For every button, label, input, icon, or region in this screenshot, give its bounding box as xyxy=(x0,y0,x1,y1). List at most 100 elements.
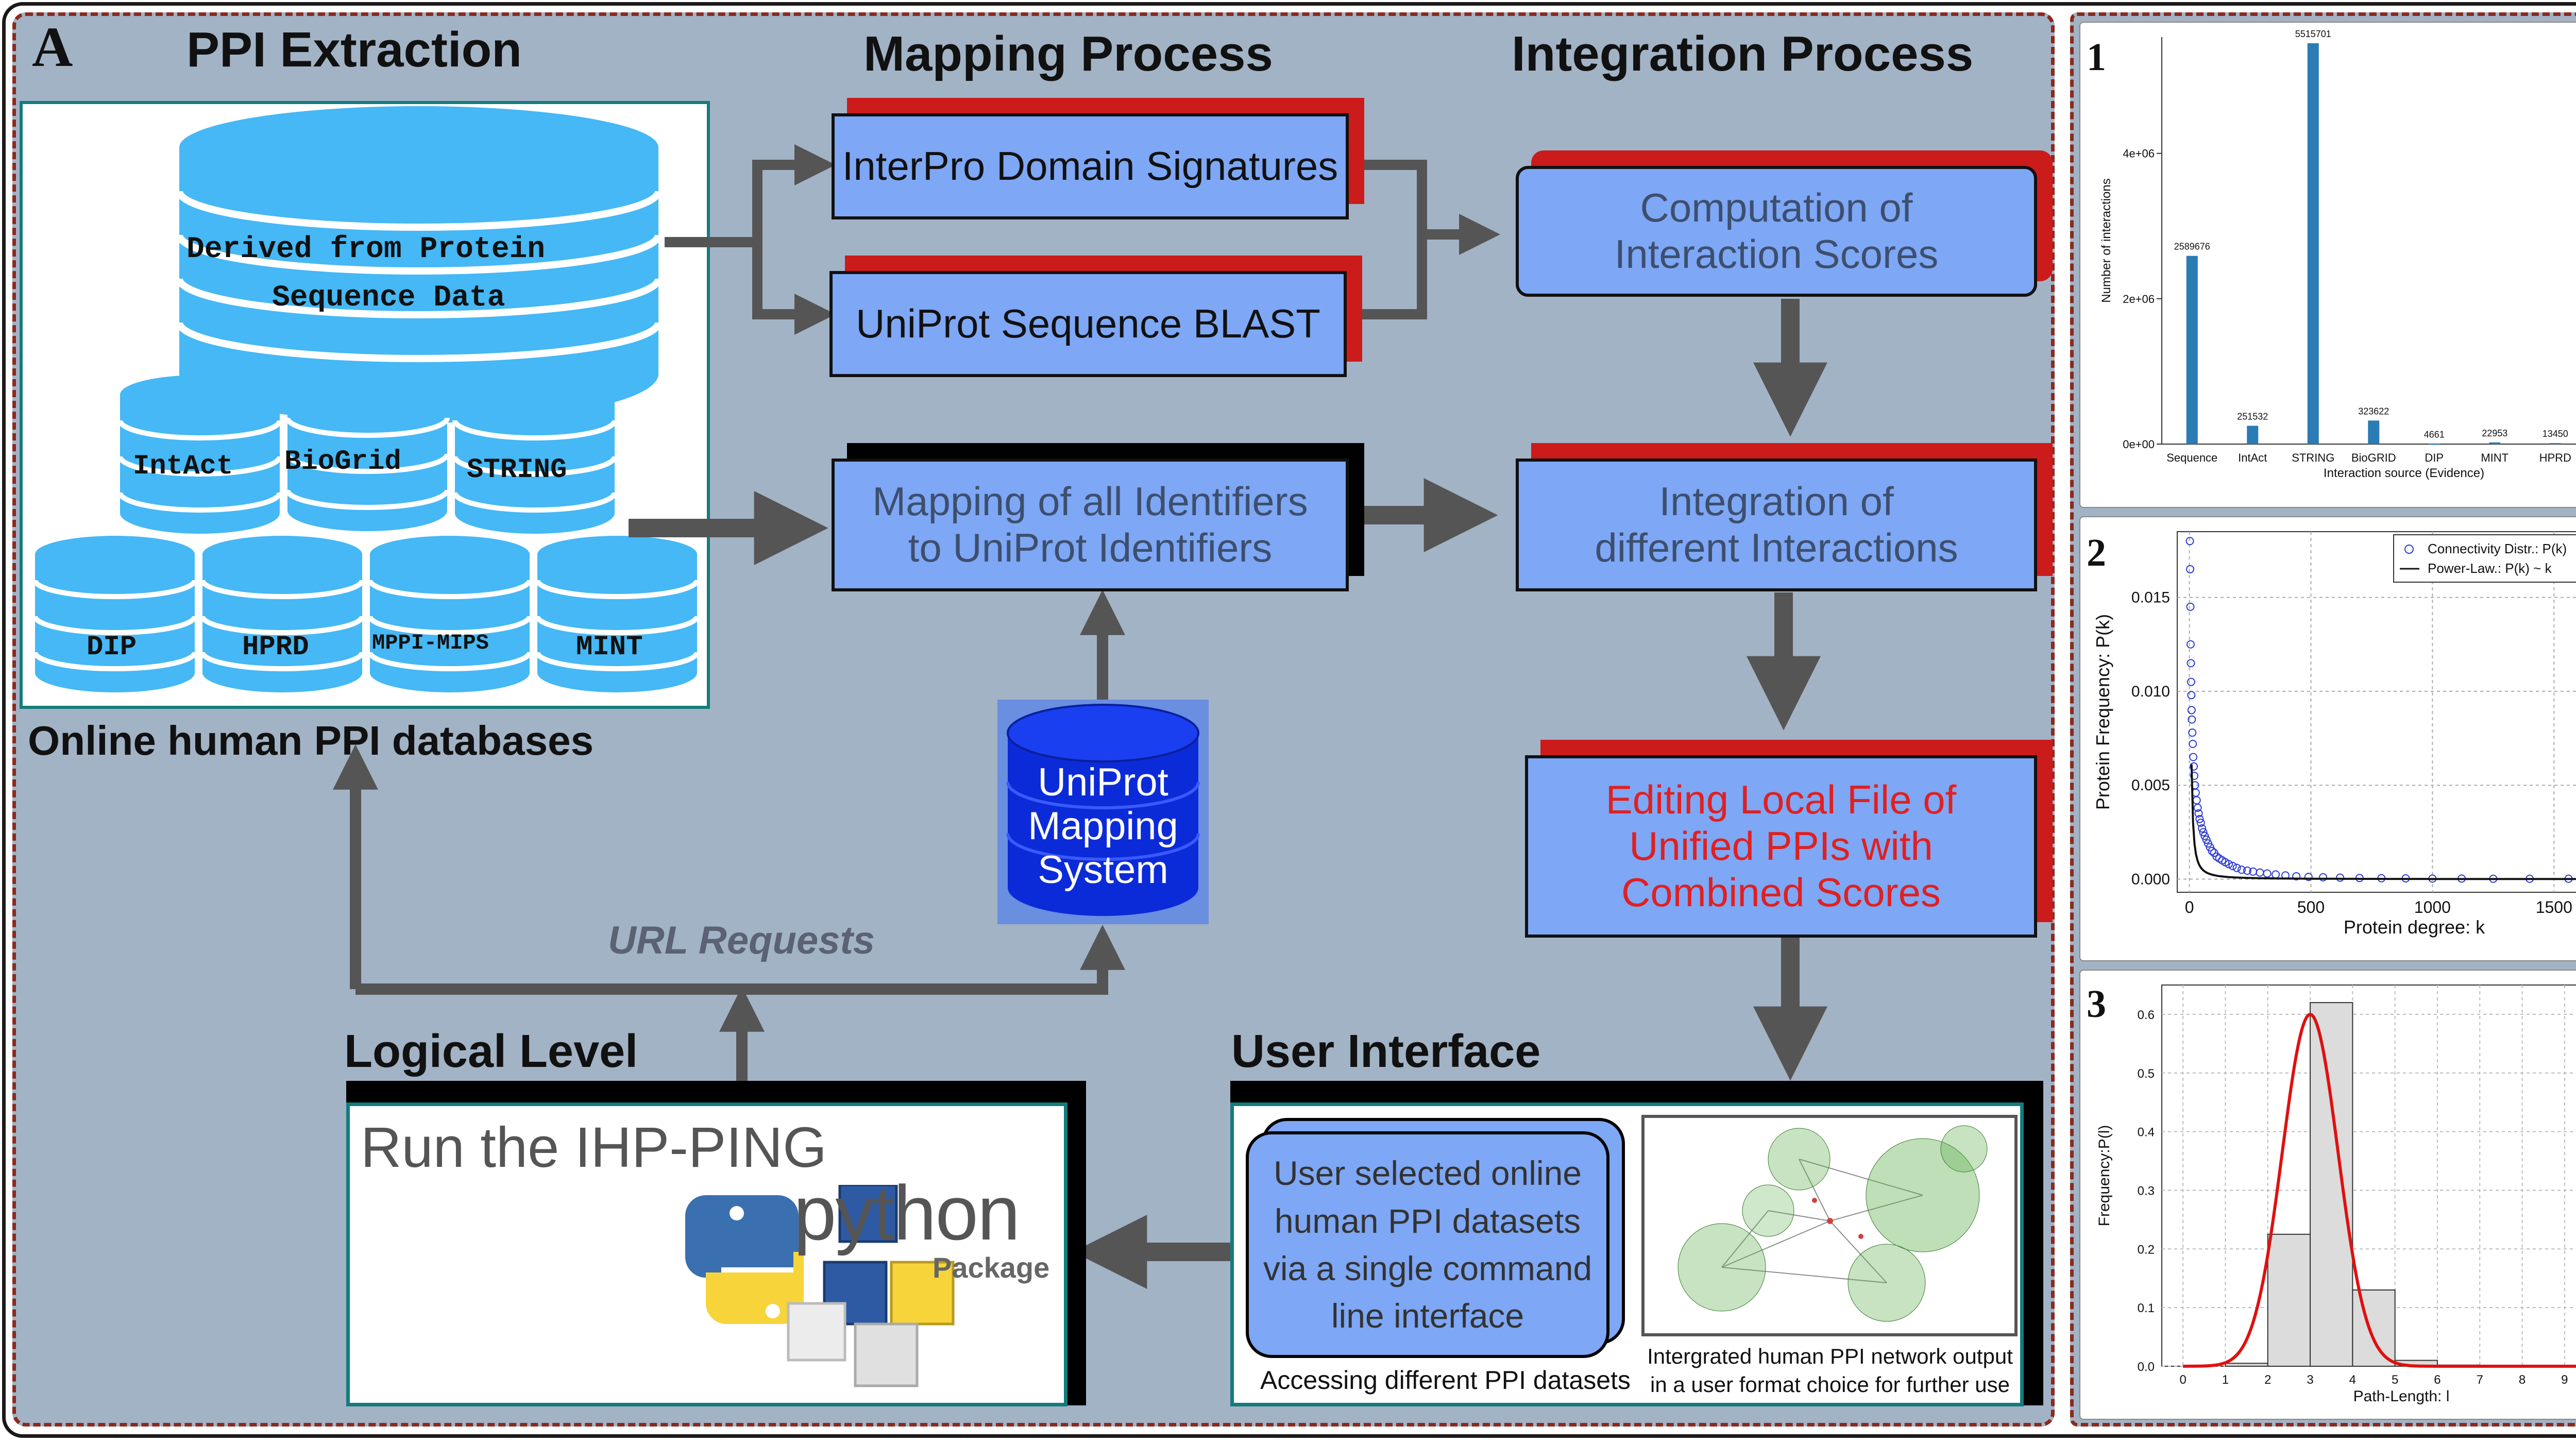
x-tick-label: STRING xyxy=(2292,451,2334,464)
database-cylinders xyxy=(32,106,700,692)
interpro-domain-signatures-box: InterPro Domain Signatures xyxy=(832,113,1349,219)
mppi-mips-db-cylinder xyxy=(367,536,532,692)
uniprot-sequence-blast-box: UniProt Sequence BLAST xyxy=(829,271,1347,377)
degree-point xyxy=(2190,771,2199,780)
legend-power-law: Power-Law.: P(k) ~ k xyxy=(2428,561,2552,576)
bar-value-label: 2589676 xyxy=(2174,242,2210,252)
bar-dip xyxy=(2428,444,2440,445)
x-tick-label: 3 xyxy=(2307,1373,2313,1387)
heading-user-interface: User Interface xyxy=(1231,1026,1541,1077)
bar-intact xyxy=(2247,426,2259,444)
degree-point xyxy=(2198,824,2207,833)
normal-fit-curve xyxy=(2183,1012,2576,1368)
path-length-histogram: 0123456789100.00.10.20.30.40.50.6Path-Le… xyxy=(2096,984,2576,1405)
degree-point xyxy=(2232,863,2241,872)
x-tick-label: 1000 xyxy=(2414,898,2451,916)
mint-db-cylinder xyxy=(535,536,700,692)
degree-point xyxy=(2304,873,2313,881)
mppi-mips-db-label: MPPI-MIPS xyxy=(372,631,489,655)
x-axis-label: Protein degree: k xyxy=(2344,916,2485,938)
legend-box xyxy=(2393,534,2576,583)
dip-db-label: DIP xyxy=(87,632,137,663)
bar-value-label: 5515701 xyxy=(2295,29,2331,39)
degree-point xyxy=(2199,828,2208,837)
x-tick-label: 8 xyxy=(2519,1373,2526,1387)
x-axis-label: Interaction source (Evidence) xyxy=(2324,466,2484,480)
subpanel-2 xyxy=(2079,516,2576,961)
x-tick-label: 4 xyxy=(2349,1373,2356,1387)
y-tick-label: 4e+06 xyxy=(2123,147,2155,160)
y-tick-label: 0.010 xyxy=(2131,683,2170,700)
histogram-bin xyxy=(2310,1002,2353,1367)
heading-logical-level: Logical Level xyxy=(344,1026,638,1077)
degree-point xyxy=(2189,753,2198,761)
power-law-fit-line xyxy=(2190,764,2576,880)
degree-point xyxy=(2186,640,2195,649)
run-ihp-ping-label: Run the IHP-PING xyxy=(361,1116,827,1179)
uniprot-line2: Mapping xyxy=(1028,804,1178,848)
x-tick-label: 1500 xyxy=(2536,898,2572,916)
bar-biogrid xyxy=(2368,420,2380,444)
bar-value-label: 13450 xyxy=(2543,429,2568,439)
degree-point xyxy=(2256,868,2264,877)
interpro-label: InterPro Domain Signatures xyxy=(842,143,1338,189)
legend-connectivity: Connectivity Distr.: P(k) xyxy=(2428,541,2567,556)
x-tick-label: 9 xyxy=(2561,1373,2568,1387)
intact-db-cylinder xyxy=(117,375,282,534)
string-db-label: STRING xyxy=(467,454,567,486)
y-axis-label: Frequency:P(l) xyxy=(2096,1125,2113,1227)
bar-value-label: 251532 xyxy=(2237,412,2268,422)
cli-line3: via a single command xyxy=(1263,1249,1592,1287)
heading-ppi-extraction: PPI Extraction xyxy=(187,22,522,77)
bar-string xyxy=(2307,43,2319,444)
plot-frame xyxy=(2177,531,2576,893)
x-tick-label: 2 xyxy=(2264,1373,2271,1387)
bar-sequence xyxy=(2186,256,2198,444)
x-tick-label: 6 xyxy=(2434,1373,2441,1387)
x-tick-label: 5 xyxy=(2392,1373,2398,1387)
python-logo xyxy=(685,1185,955,1387)
y-tick-label: 0e+00 xyxy=(2123,438,2155,451)
y-axis-label: Number of interactions xyxy=(2099,178,2113,302)
editing-line1: Editing Local File of xyxy=(1605,777,1957,823)
integration-line2: different Interactions xyxy=(1595,525,1958,570)
x-tick-label: 7 xyxy=(2477,1373,2483,1387)
degree-point xyxy=(2188,715,2196,724)
y-axis-label: Protein Frequency: P(k) xyxy=(2092,614,2113,810)
subpanel-3-label: 3 xyxy=(2087,982,2106,1026)
integration-interactions-box: Integration of different Interactions xyxy=(1516,459,2037,591)
histogram-bin xyxy=(2352,1289,2396,1367)
degree-point xyxy=(2192,796,2201,805)
degree-point xyxy=(2196,819,2205,827)
heading-integration-process: Integration Process xyxy=(1512,26,1974,81)
editing-line2: Unified PPIs with xyxy=(1629,823,1933,869)
uniprot-mapping-cylinder xyxy=(997,700,1209,924)
x-tick-label: Sequence xyxy=(2166,451,2217,464)
degree-point xyxy=(2193,803,2202,812)
degree-point xyxy=(2228,861,2237,870)
interaction-source-bar-chart: 0e+002e+064e+062589676Sequence251532IntA… xyxy=(2099,29,2576,480)
degree-point xyxy=(2272,870,2280,879)
x-tick-label: HPRD xyxy=(2539,451,2571,464)
degree-point xyxy=(2225,860,2233,869)
flow-arrows xyxy=(333,144,1827,1289)
package-wordmark: Package xyxy=(933,1251,1050,1284)
histogram-bin xyxy=(2267,1233,2311,1367)
x-tick-label: MINT xyxy=(2481,451,2509,464)
computation-scores-box: Computation of Interaction Scores xyxy=(1516,166,2037,297)
degree-point xyxy=(2187,677,2195,686)
hprd-db-label: HPRD xyxy=(242,632,309,663)
y-tick-label: 0.5 xyxy=(2138,1067,2155,1081)
dip-db-cylinder xyxy=(32,536,197,692)
y-tick-label: 0.000 xyxy=(2131,871,2170,888)
ppi-network-image xyxy=(1677,1125,1988,1322)
integration-line1: Integration of xyxy=(1659,479,1894,524)
legend-point-marker xyxy=(2404,545,2414,554)
y-tick-label: 0.0 xyxy=(2138,1360,2155,1374)
cli-line4: line interface xyxy=(1331,1297,1524,1335)
subpanel-2-label: 2 xyxy=(2087,531,2106,574)
network-caption-line1: Intergrated human PPI network output xyxy=(1647,1344,2013,1368)
degree-point xyxy=(2186,565,2195,573)
cli-line1: User selected online xyxy=(1274,1154,1582,1193)
online-databases-caption: Online human PPI databases xyxy=(28,718,594,763)
